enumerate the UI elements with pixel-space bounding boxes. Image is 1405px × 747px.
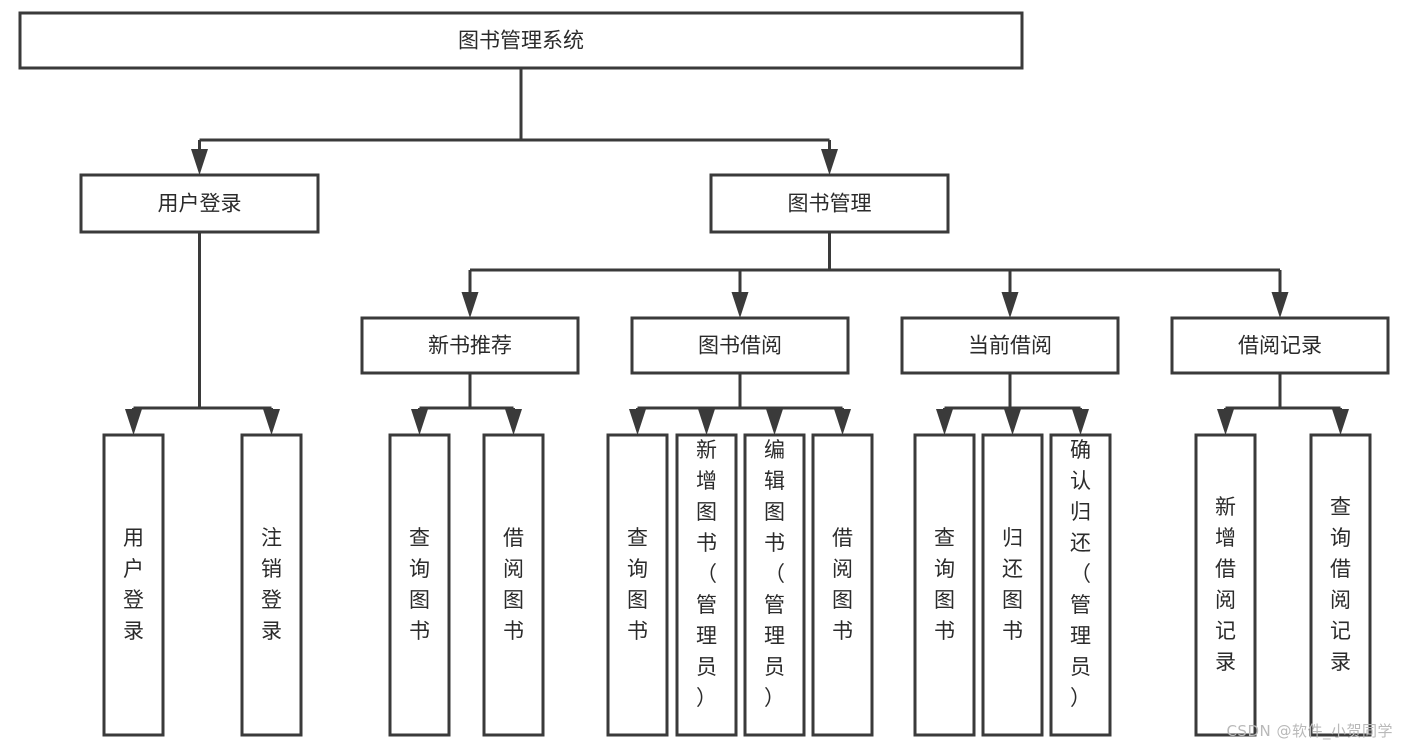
arrow-head-icon xyxy=(1001,292,1019,318)
node-box[interactable] xyxy=(482,433,545,737)
node-book-borrow[interactable]: 图书借阅 xyxy=(630,316,850,375)
node-label: 查询图书 xyxy=(934,526,955,643)
arrow-head-icon xyxy=(1217,409,1234,435)
node-label: 查询借阅记录 xyxy=(1330,495,1351,674)
node-label: 查询图书 xyxy=(409,526,430,643)
connector-group xyxy=(191,68,838,175)
node-label: 借阅图书 xyxy=(503,526,524,643)
node-leaf-query-book-current[interactable]: 查询图书 xyxy=(913,433,976,737)
node-label: 新增借阅记录 xyxy=(1215,495,1236,674)
arrow-head-icon xyxy=(125,409,142,435)
node-leaf-return-book[interactable]: 归还图书 xyxy=(981,433,1044,737)
node-box[interactable] xyxy=(900,316,1120,375)
node-label: 新书推荐 xyxy=(428,334,512,358)
watermark-label: CSDN @软件_小贺同学 xyxy=(1226,722,1393,740)
connector-layer xyxy=(125,68,1349,435)
node-box[interactable] xyxy=(1049,433,1112,737)
arrow-head-icon xyxy=(1072,409,1089,435)
node-user-login[interactable]: 用户登录 xyxy=(79,173,320,234)
node-box[interactable] xyxy=(388,433,451,737)
arrow-head-icon xyxy=(629,409,646,435)
connector-group xyxy=(125,232,280,435)
connector-group xyxy=(936,373,1089,435)
node-leaf-query-borrow-record[interactable]: 查询借阅记录 xyxy=(1309,433,1372,737)
arrow-head-icon xyxy=(698,409,715,435)
node-box[interactable] xyxy=(811,433,874,737)
node-label: 用户登录 xyxy=(158,192,242,216)
node-label: 图书管理系统 xyxy=(458,29,584,53)
node-label: 借阅记录 xyxy=(1238,334,1322,358)
node-leaf-user-login[interactable]: 用户登录 xyxy=(102,433,165,737)
node-box[interactable] xyxy=(981,433,1044,737)
node-leaf-user-logout[interactable]: 注销登录 xyxy=(240,433,303,737)
node-box[interactable] xyxy=(360,316,580,375)
node-label: 确认归还（管理员） xyxy=(1070,438,1091,710)
arrow-head-icon xyxy=(191,149,208,175)
node-leaf-query-book-borrow[interactable]: 查询图书 xyxy=(606,433,669,737)
node-box[interactable] xyxy=(240,433,303,737)
node-label: 注销登录 xyxy=(261,526,282,643)
node-label: 查询图书 xyxy=(627,526,648,643)
arrow-head-icon xyxy=(1271,292,1289,318)
arrow-head-icon xyxy=(766,409,783,435)
node-leaf-add-book-admin[interactable]: 新增图书（管理员） xyxy=(675,433,738,737)
node-label: 新增图书（管理员） xyxy=(696,438,717,710)
node-label: 当前借阅 xyxy=(968,334,1052,358)
arrow-head-icon xyxy=(461,292,479,318)
arrow-head-icon xyxy=(936,409,953,435)
node-box[interactable] xyxy=(913,433,976,737)
arrow-head-icon xyxy=(731,292,749,318)
arrow-head-icon xyxy=(1332,409,1349,435)
node-box[interactable] xyxy=(79,173,320,234)
node-box[interactable] xyxy=(1170,316,1390,375)
connector-group xyxy=(629,373,851,435)
node-box[interactable] xyxy=(1194,433,1257,737)
node-layer: 图书管理系统用户登录图书管理新书推荐图书借阅当前借阅借阅记录用户登录注销登录查询… xyxy=(18,11,1390,737)
node-box[interactable] xyxy=(102,433,165,737)
node-root[interactable]: 图书管理系统 xyxy=(18,11,1024,70)
node-leaf-borrow-book[interactable]: 借阅图书 xyxy=(811,433,874,737)
node-borrow-record[interactable]: 借阅记录 xyxy=(1170,316,1390,375)
arrow-head-icon xyxy=(263,409,280,435)
node-label: 归还图书 xyxy=(1002,526,1023,643)
node-leaf-edit-book-admin[interactable]: 编辑图书（管理员） xyxy=(743,433,806,737)
node-leaf-query-book-recommend[interactable]: 查询图书 xyxy=(388,433,451,737)
node-box[interactable] xyxy=(1309,433,1372,737)
arrow-head-icon xyxy=(1004,409,1021,435)
connector-group xyxy=(411,373,522,435)
node-current-borrow[interactable]: 当前借阅 xyxy=(900,316,1120,375)
arrow-head-icon xyxy=(834,409,851,435)
node-book-manage[interactable]: 图书管理 xyxy=(709,173,950,234)
connector-group xyxy=(1217,373,1349,435)
node-leaf-borrow-book-recommend[interactable]: 借阅图书 xyxy=(482,433,545,737)
node-label: 编辑图书（管理员） xyxy=(764,438,785,710)
node-box[interactable] xyxy=(675,433,738,737)
node-leaf-confirm-return-admin[interactable]: 确认归还（管理员） xyxy=(1049,433,1112,737)
node-label: 借阅图书 xyxy=(832,526,853,643)
node-box[interactable] xyxy=(709,173,950,234)
node-leaf-add-borrow-record[interactable]: 新增借阅记录 xyxy=(1194,433,1257,737)
node-box[interactable] xyxy=(18,11,1024,70)
node-box[interactable] xyxy=(606,433,669,737)
arrow-head-icon xyxy=(411,409,428,435)
arrow-head-icon xyxy=(505,409,522,435)
node-label: 图书管理 xyxy=(788,192,872,216)
arrow-head-icon xyxy=(821,149,838,175)
node-label: 用户登录 xyxy=(123,526,144,643)
node-box[interactable] xyxy=(630,316,850,375)
node-new-book-recommend[interactable]: 新书推荐 xyxy=(360,316,580,375)
node-box[interactable] xyxy=(743,433,806,737)
connector-group xyxy=(461,232,1289,318)
node-label: 图书借阅 xyxy=(698,334,782,358)
